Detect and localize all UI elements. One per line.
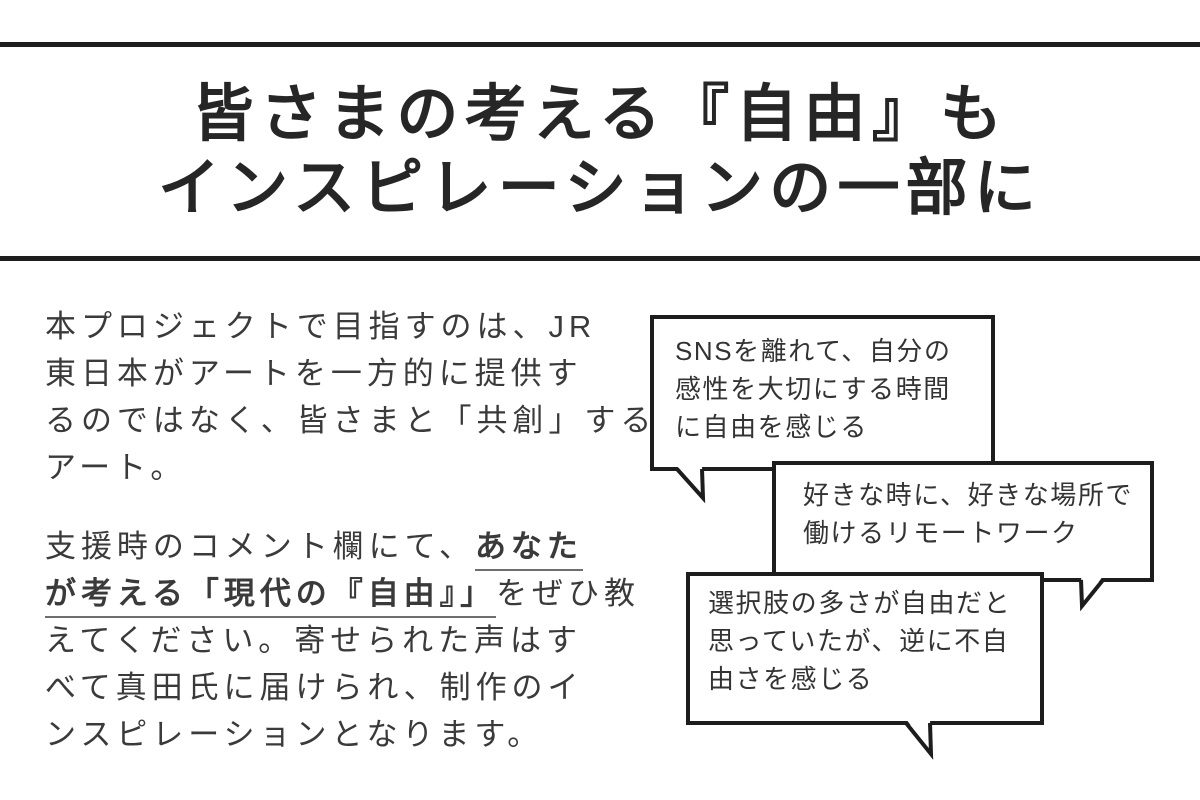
- speech-bubble-remote-work-line1: 好きな時に、好きな場所で: [803, 480, 1133, 510]
- speech-bubble-sns: SNSを離れて、自分の 感性を大切にする時間 に自由を感じる: [650, 315, 995, 471]
- paragraph1-line2: 東日本がアートを一方的に提供す: [45, 356, 583, 391]
- speech-bubble-choices: 選択肢の多さが自由だと 思っていたが、逆に不自 由さを感じる: [686, 572, 1044, 725]
- paragraph1-line4: アート。: [45, 450, 187, 485]
- paragraph2-line2-normal: をぜひ教: [496, 576, 640, 611]
- header-rule-bottom: [0, 256, 1200, 261]
- paragraph2-line1: 支援時のコメント欄にて、あなた: [45, 523, 640, 571]
- page-title: 皆さまの考える『自由』も インスピレーションの一部に: [0, 47, 1200, 256]
- speech-bubble-remote-work-line2: 働けるリモートワーク: [803, 518, 1079, 548]
- speech-bubble-sns-line2: 感性を大切にする時間: [675, 374, 951, 404]
- speech-bubble-choices-line3: 由さを感じる: [708, 664, 874, 694]
- speech-bubble-choices-line2: 思っていたが、逆に不自: [708, 626, 1010, 656]
- paragraph2-line2: が考える「現代の『自由』」をぜひ教: [45, 570, 640, 618]
- speech-bubble-remote-work: 好きな時に、好きな場所で 働けるリモートワーク: [772, 461, 1154, 582]
- paragraph2-line2-highlight: が考える「現代の『自由』」: [45, 576, 497, 618]
- paragraph2-line5: ンスピレーションとなります。: [45, 717, 544, 752]
- paragraph2-line3: えてください。寄せられた声はす: [45, 623, 582, 658]
- paragraph2-line1-highlight: あなた: [474, 529, 583, 571]
- speech-bubble-sns-line3: に自由を感じる: [675, 412, 868, 442]
- paragraph2-line1-normal: 支援時のコメント欄にて、: [45, 529, 475, 564]
- page-title-line2: インスピレーションの一部に: [157, 153, 1043, 223]
- paragraph2-line4: べて真田氏に届けられ、制作のイ: [45, 670, 584, 705]
- paragraph1-line3: るのではなく、皆さまと「共創」する: [45, 403, 657, 438]
- paragraph1-line1: 本プロジェクトで目指すのは、JR: [45, 309, 597, 344]
- header-rule-top: [0, 42, 1200, 47]
- project-paragraph: 本プロジェクトで目指すのは、JR 東日本がアートを一方的に提供す るのではなく、…: [45, 303, 656, 491]
- speech-bubble-sns-line1: SNSを離れて、自分の: [675, 336, 952, 366]
- page-title-line1: 皆さまの考える『自由』も: [191, 79, 1009, 149]
- speech-bubble-choices-line1: 選択肢の多さが自由だと: [708, 588, 1012, 618]
- support-comment-paragraph: 支援時のコメント欄にて、あなた が考える「現代の『自由』」をぜひ教 えてください…: [45, 523, 640, 758]
